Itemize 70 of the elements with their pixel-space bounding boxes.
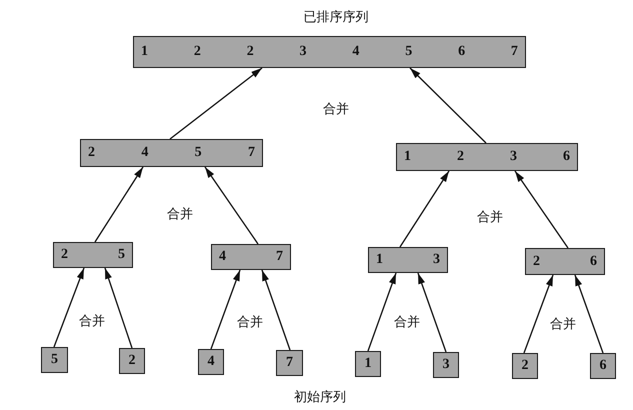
number: 6 <box>458 45 466 59</box>
number-box <box>512 353 538 379</box>
number: 3 <box>300 45 307 59</box>
number: 2 <box>457 150 464 164</box>
step-label: 合并 <box>550 318 576 332</box>
number: 3 <box>442 358 450 372</box>
step-label: 合并 <box>323 103 349 118</box>
sequence-caption: 初始序列 <box>294 391 346 406</box>
number: 1 <box>404 150 411 164</box>
number: 3 <box>510 150 517 164</box>
arrow <box>210 270 241 350</box>
array-box <box>80 139 263 167</box>
arrow <box>104 268 133 348</box>
number: 2 <box>246 45 254 59</box>
number: 1 <box>364 357 372 371</box>
number-box <box>41 347 68 373</box>
number-box <box>198 349 224 375</box>
number: 5 <box>118 248 125 262</box>
arrow <box>367 272 397 352</box>
number: 4 <box>208 355 214 369</box>
number: 2 <box>533 254 540 268</box>
number: 4 <box>352 45 360 59</box>
step-label: 合并 <box>79 315 105 330</box>
number: 2 <box>522 359 528 373</box>
arrow <box>410 68 486 144</box>
step-label: 合并 <box>167 208 193 222</box>
number: 7 <box>276 250 283 264</box>
number: 7 <box>248 146 255 160</box>
number: 3 <box>433 253 440 267</box>
number: 6 <box>563 150 570 164</box>
sequence-caption: 已排序序列 <box>304 11 368 26</box>
array-box <box>368 247 448 273</box>
array-box <box>133 36 526 68</box>
number: 2 <box>88 146 95 160</box>
array-box <box>525 248 605 275</box>
number: 1 <box>376 253 383 267</box>
array-box <box>53 242 133 268</box>
number: 7 <box>286 356 293 370</box>
number: 2 <box>194 45 201 59</box>
number: 4 <box>219 250 226 264</box>
number: 4 <box>141 146 148 160</box>
number: 6 <box>600 359 606 373</box>
number-box <box>433 352 459 378</box>
step-label: 合并 <box>394 316 420 330</box>
number-box <box>590 353 616 379</box>
number-box <box>119 348 145 374</box>
arrow <box>261 270 291 350</box>
number: 6 <box>590 254 597 268</box>
step-label: 合并 <box>477 211 503 226</box>
arrow <box>399 170 450 248</box>
number-box <box>276 350 303 376</box>
number: 7 <box>510 45 518 59</box>
array-box <box>396 143 578 171</box>
number-box <box>355 351 381 377</box>
number: 5 <box>405 45 412 59</box>
arrow <box>514 170 569 248</box>
number: 2 <box>128 354 136 368</box>
arrow <box>53 268 85 348</box>
arrow <box>204 166 259 244</box>
arrow <box>574 274 604 354</box>
step-label: 合并 <box>237 316 263 330</box>
number: 2 <box>61 248 68 262</box>
arrow <box>417 272 447 352</box>
number: 1 <box>141 45 148 59</box>
arrow <box>170 67 262 140</box>
number: 5 <box>51 353 58 367</box>
arrow <box>94 166 144 242</box>
arrow <box>523 274 554 354</box>
array-box <box>211 244 291 270</box>
number: 5 <box>194 146 202 160</box>
